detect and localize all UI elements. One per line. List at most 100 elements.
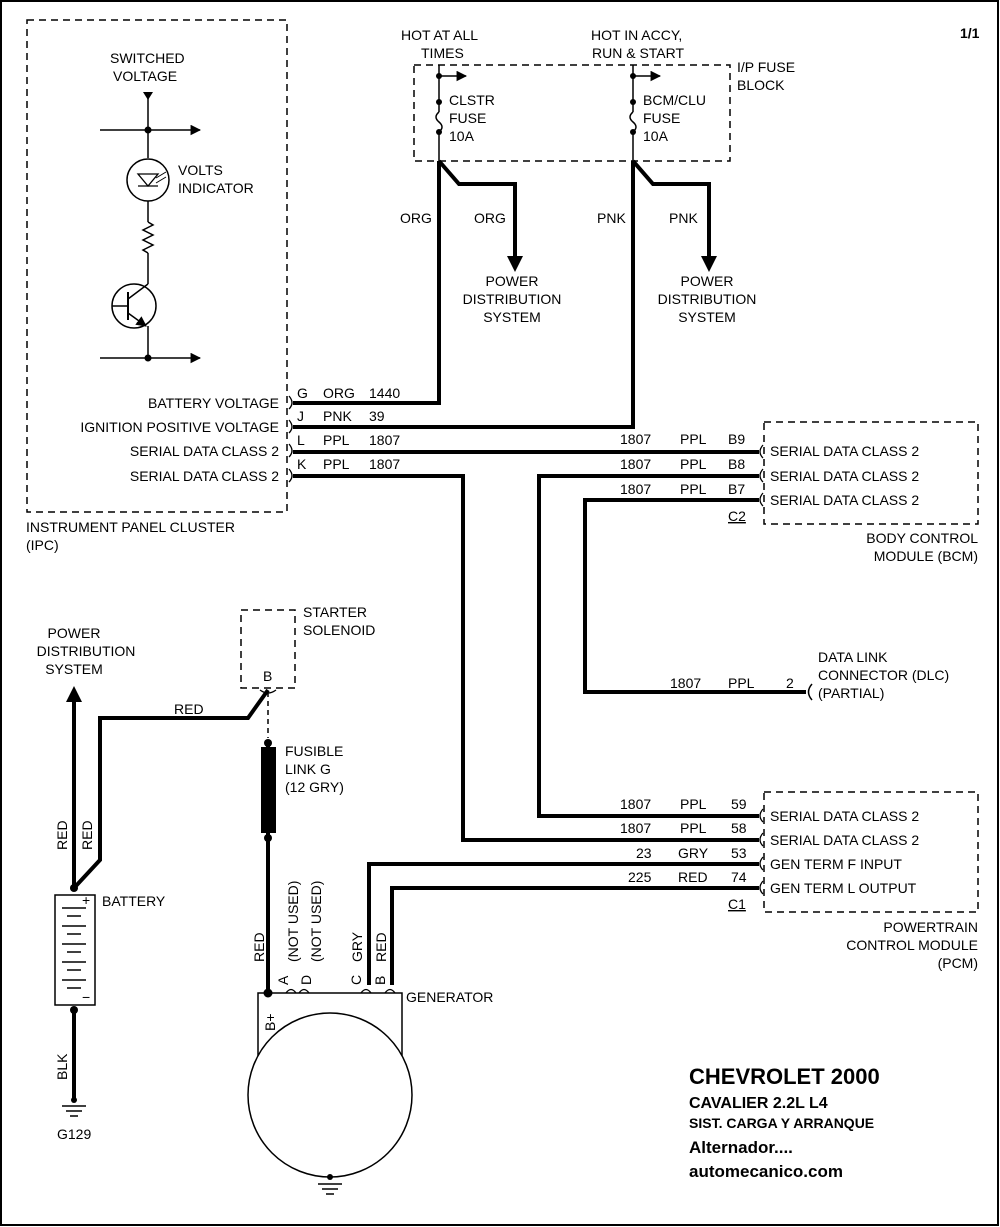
clstr-fuse-icon [435,111,443,133]
generator-pin-c: C [348,975,364,985]
fusible-link-3: (12 GRY) [285,779,344,795]
pcm-pin-label: SERIAL DATA CLASS 2 [770,808,919,824]
pcm-pin-label: SERIAL DATA CLASS 2 [770,832,919,848]
pcm-pin: 58 [731,820,747,836]
bcm-connector: C2 [728,508,746,524]
fusible-link-1: FUSIBLE [285,743,343,759]
generator-wire-red: RED [373,932,389,962]
ipc-pin-color: ORG [323,385,355,401]
ground-label: G129 [57,1126,91,1142]
volts-indicator-label-1: VOLTS [178,162,223,178]
ipc-pin-label: BATTERY VOLTAGE [148,395,279,411]
ipc-name-1: INSTRUMENT PANEL CLUSTER [26,519,235,535]
wire-pnk-label: PNK [597,210,626,226]
hot-in-accy-2: RUN & START [592,45,684,61]
ipc-pin-label: SERIAL DATA CLASS 2 [130,443,279,459]
wire-org-branch-label: ORG [474,210,506,226]
ipc-pin-color: PNK [323,408,352,424]
generator-icon [247,1012,413,1178]
power-dist-3b: DISTRIBUTION [37,643,136,659]
fusible-link-icon [261,747,276,833]
power-dist-3a: POWER [48,625,101,641]
bcm-box: SERIAL DATA CLASS 2 SERIAL DATA CLASS 2 … [620,421,979,564]
fuse1-label-3: 10A [449,128,475,144]
fuse1-label-1: CLSTR [449,92,495,108]
bcm-clu-fuse-icon [629,111,637,133]
ipc-name-2: (IPC) [26,537,59,553]
ipc-pin-circuit: 1440 [369,385,400,401]
ipc-pin-label: IGNITION POSITIVE VOLTAGE [80,419,279,435]
ipc-pin-id: K [297,456,307,472]
generator-name: GENERATOR [406,989,493,1005]
hot-at-all-times-1: HOT AT ALL [401,27,478,43]
battery-wire-red-1: RED [54,820,70,850]
ipc-pin-color: PPL [323,432,350,448]
pcm-circuit: 1807 [620,820,651,836]
pcm-pin-label: GEN TERM F INPUT [770,856,902,872]
switched-voltage-label-2: VOLTAGE [113,68,177,84]
ipc-pin-label: SERIAL DATA CLASS 2 [130,468,279,484]
dlc: 1807 PPL 2 DATA LINK CONNECTOR (DLC) (PA… [670,649,949,701]
ipc-pin-id: L [297,432,305,448]
ipc-pin-circuit: 1807 [369,432,400,448]
generator-not-used-a: (NOT USED) [285,881,301,962]
wire-org-label: ORG [400,210,432,226]
fuse-block: HOT AT ALL TIMES HOT IN ACCY, RUN & STAR… [401,27,795,162]
fuse-block-name-1: I/P FUSE [737,59,795,75]
bcm-pin-label: SERIAL DATA CLASS 2 [770,492,919,508]
generator: GENERATOR B+ A D C B (NOT USED) (NOT USE… [247,881,493,1195]
dlc-name-1: DATA LINK [818,649,888,665]
bcm-pin: B9 [728,431,745,447]
starter-pin: B [263,668,272,684]
power-dist-1a: POWER [486,273,539,289]
dlc-name-3: (PARTIAL) [818,685,884,701]
bcm-name-1: BODY CONTROL [866,530,978,546]
generator-not-used-d: (NOT USED) [308,881,324,962]
fuse2-label-3: 10A [643,128,669,144]
title-site: automecanico.com [689,1162,843,1181]
battery-name: BATTERY [102,893,166,909]
starter-solenoid: STARTER SOLENOID B RED [174,604,375,738]
ground-g129: G129 [57,1097,91,1142]
generator-bplus-wire-red: RED [251,932,267,962]
bcm-pin: B7 [728,481,745,497]
pcm-box: SERIAL DATA CLASS 2 SERIAL DATA CLASS 2 … [620,791,979,971]
dlc-pin: 2 [786,675,794,691]
generator-wire-gry: GRY [349,931,365,962]
battery-minus: − [82,989,90,1005]
resistor-icon [141,221,155,254]
battery-wire-blk: BLK [54,1053,70,1080]
pcm-pin: 74 [731,869,747,885]
starter-wire-red: RED [174,701,204,717]
dlc-name-2: CONNECTOR (DLC) [818,667,949,683]
starter-name-1: STARTER [303,604,367,620]
page-number: 1/1 [960,25,980,41]
pcm-circuit: 1807 [620,796,651,812]
pcm-pin: 53 [731,845,747,861]
ipc-pin-circuit: 1807 [369,456,400,472]
pcm-connector: C1 [728,896,746,912]
title-component: Alternador.... [689,1138,793,1157]
hot-in-accy-1: HOT IN ACCY, [591,27,682,43]
power-dist-1b: DISTRIBUTION [463,291,562,307]
generator-pin-d: D [298,975,314,985]
battery-plus: + [82,892,90,908]
power-dist-2c: SYSTEM [678,309,736,325]
ipc-pin-id: G [297,385,308,401]
main-wires [72,159,806,1100]
bcm-color: PPL [680,431,707,447]
ipc-pin-id: J [297,408,304,424]
pcm-pin: 59 [731,796,747,812]
title-make: CHEVROLET 2000 [689,1064,880,1089]
bcm-circuit: 1807 [620,456,651,472]
dlc-circuit: 1807 [670,675,701,691]
pcm-circuit: 225 [628,869,652,885]
volts-indicator-led-icon [126,158,170,202]
title-block: CHEVROLET 2000 CAVALIER 2.2L L4 SIST. CA… [689,1064,880,1181]
power-dist-1c: SYSTEM [483,309,541,325]
ipc-pin-color: PPL [323,456,350,472]
battery-icon [54,894,96,1006]
pcm-color: GRY [678,845,709,861]
bcm-color: PPL [680,456,707,472]
